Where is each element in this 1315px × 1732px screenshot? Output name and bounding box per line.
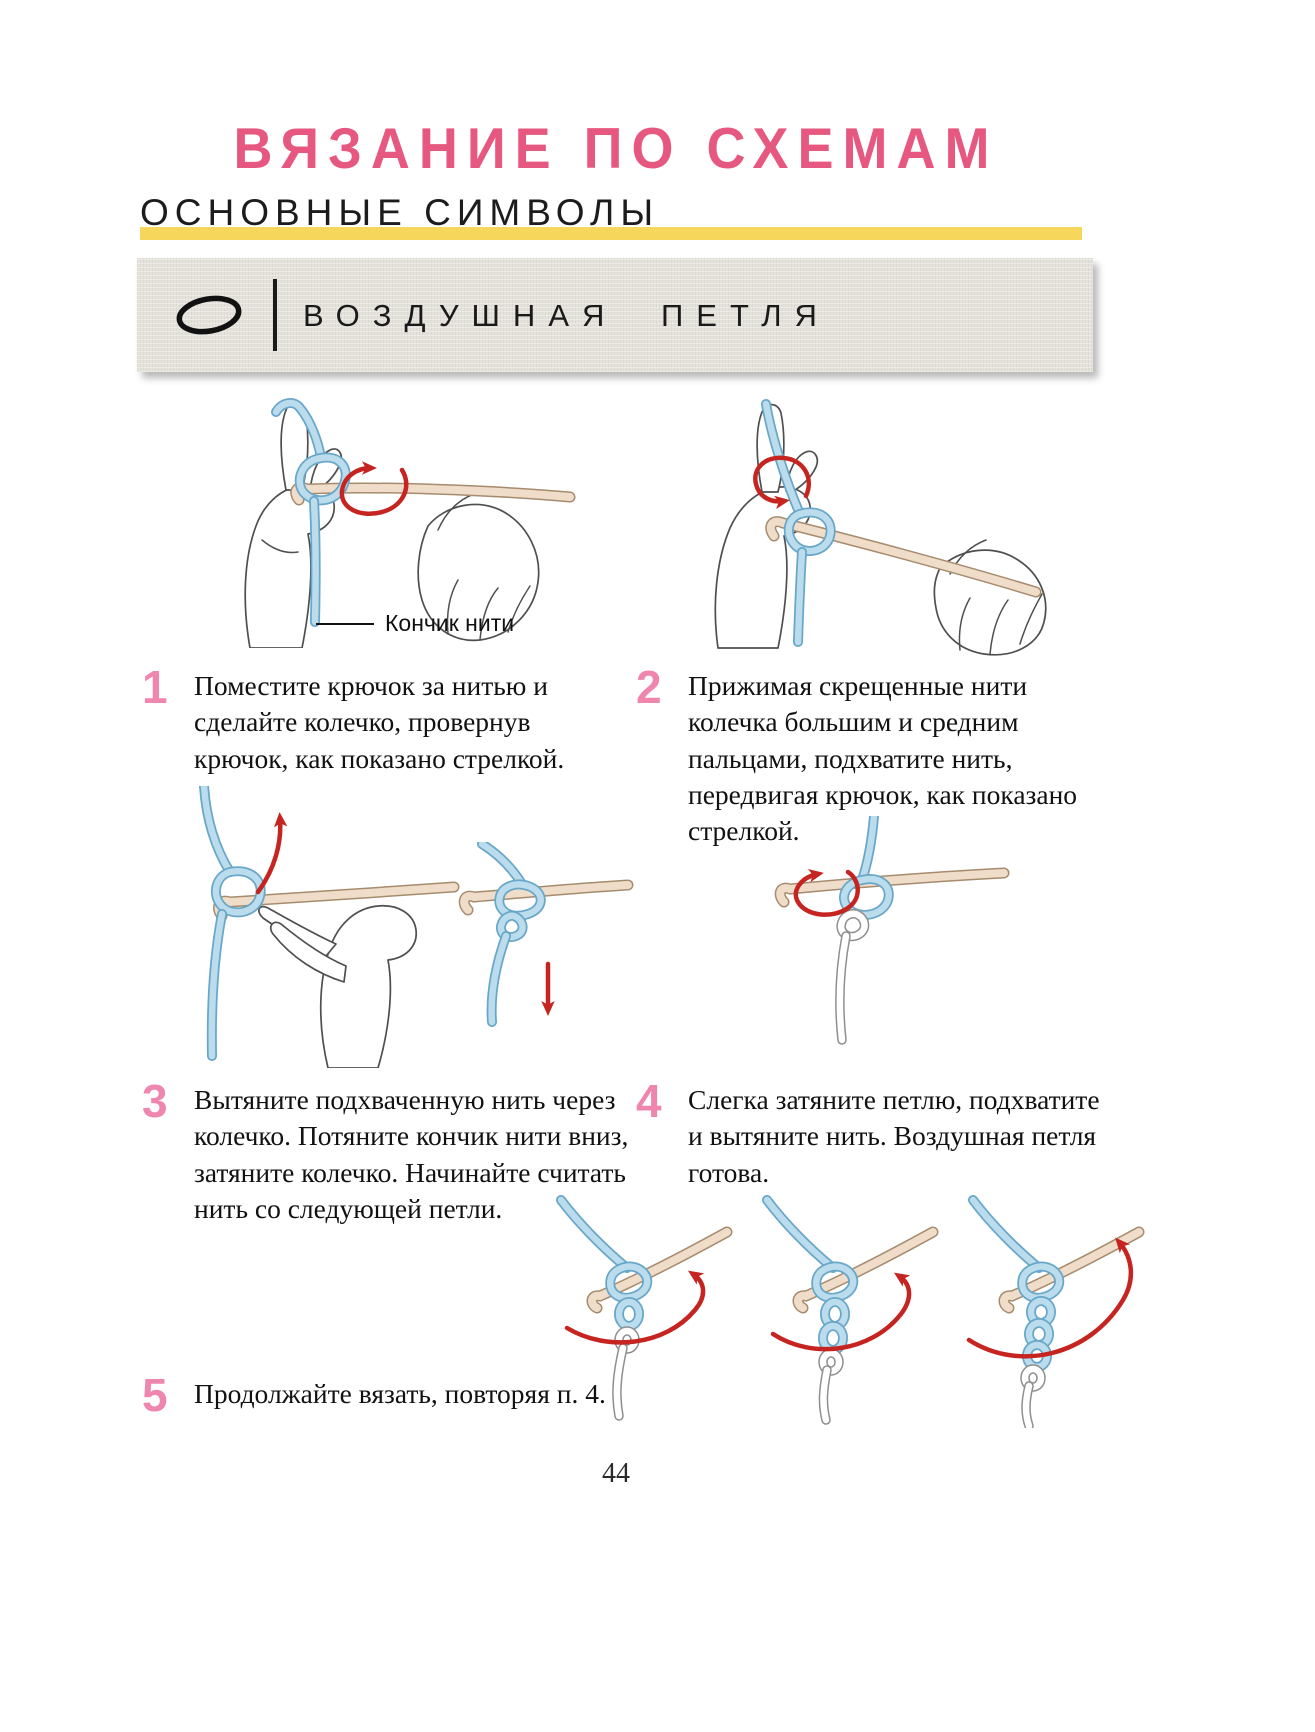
step-3-number: 3 (142, 1075, 168, 1127)
figure-step-4 (762, 816, 1010, 1048)
chain-two (762, 1195, 939, 1425)
chain-arrow-icon (770, 1272, 912, 1352)
step-4: 4 Слегка затяните петлю, подхватите и вы… (636, 1078, 1111, 1191)
figure-step-3a (168, 786, 460, 1068)
chain-one (556, 1195, 733, 1421)
step-4-number: 4 (636, 1075, 662, 1127)
banner-divider (273, 279, 277, 351)
figure-step-3b (452, 842, 634, 1042)
step-2-text: Прижимая скрещенные нити колечка большим… (688, 670, 1078, 847)
crochet-hook (774, 867, 1010, 908)
step-2-number: 2 (636, 661, 662, 713)
caption-text: Кончик нити (385, 610, 515, 636)
chain-stitch-oval-icon (176, 295, 242, 335)
caption-pointer-line (316, 622, 374, 625)
figure-caption: Кончик нити (316, 610, 514, 637)
rotation-arrow-icon (339, 461, 409, 516)
yellow-underline-bar (140, 227, 1082, 240)
rotation-arrow-icon (753, 455, 811, 510)
step-3-text: Вытяните подхваченную нить через колечко… (194, 1084, 629, 1224)
chain-arrow-icon (564, 1270, 706, 1345)
figure-step-2 (688, 396, 1078, 658)
page-number: 44 (602, 1458, 630, 1489)
step-1: 1 Поместите крючок за нитью и сделайте к… (142, 664, 612, 777)
figure-step-5 (533, 1188, 1151, 1428)
yarn-strand (839, 816, 894, 920)
step-3: 3 Вытяните подхваченную нить через колеч… (142, 1078, 632, 1227)
yarn-strand (477, 842, 546, 1027)
yarn-strand (271, 398, 351, 627)
step-5: 5 Продолжайте вязать, повторяя п. 4. (142, 1372, 702, 1418)
right-hand-sketch (933, 539, 1047, 656)
right-hand-sketch (417, 493, 540, 642)
step-5-text: Продолжайте вязать, повторяя п. 4. (194, 1378, 606, 1409)
right-hand-sketch (258, 904, 417, 1068)
section-heading: ОСНОВНЫЕ СИМВОЛЫ (140, 192, 660, 233)
crochet-hook (458, 879, 634, 916)
step-4-text: Слегка затяните петлю, подхватите и вытя… (688, 1084, 1100, 1188)
step-5-number: 5 (142, 1369, 168, 1421)
banner-label: ВОЗДУШНАЯ ПЕТЛЯ (303, 298, 830, 333)
chain-three (966, 1195, 1145, 1428)
page-title: ВЯЗАНИЕ ПО СХЕМАМ (233, 117, 999, 181)
figure-step-1 (190, 398, 580, 648)
step-1-number: 1 (142, 661, 168, 713)
yarn-strand (199, 786, 266, 1061)
step-2: 2 Прижимая скрещенные нити колечка больш… (636, 664, 1106, 849)
chain-arrow-icon (966, 1237, 1134, 1359)
pull-up-arrow-icon (255, 812, 288, 895)
thread-tail-white (835, 909, 870, 1045)
symbol-banner: ВОЗДУШНАЯ ПЕТЛЯ (137, 258, 1093, 372)
yarn-over-arrow-icon (793, 869, 860, 917)
step-1-text: Поместите крючок за нитью и сделайте кол… (194, 670, 565, 774)
